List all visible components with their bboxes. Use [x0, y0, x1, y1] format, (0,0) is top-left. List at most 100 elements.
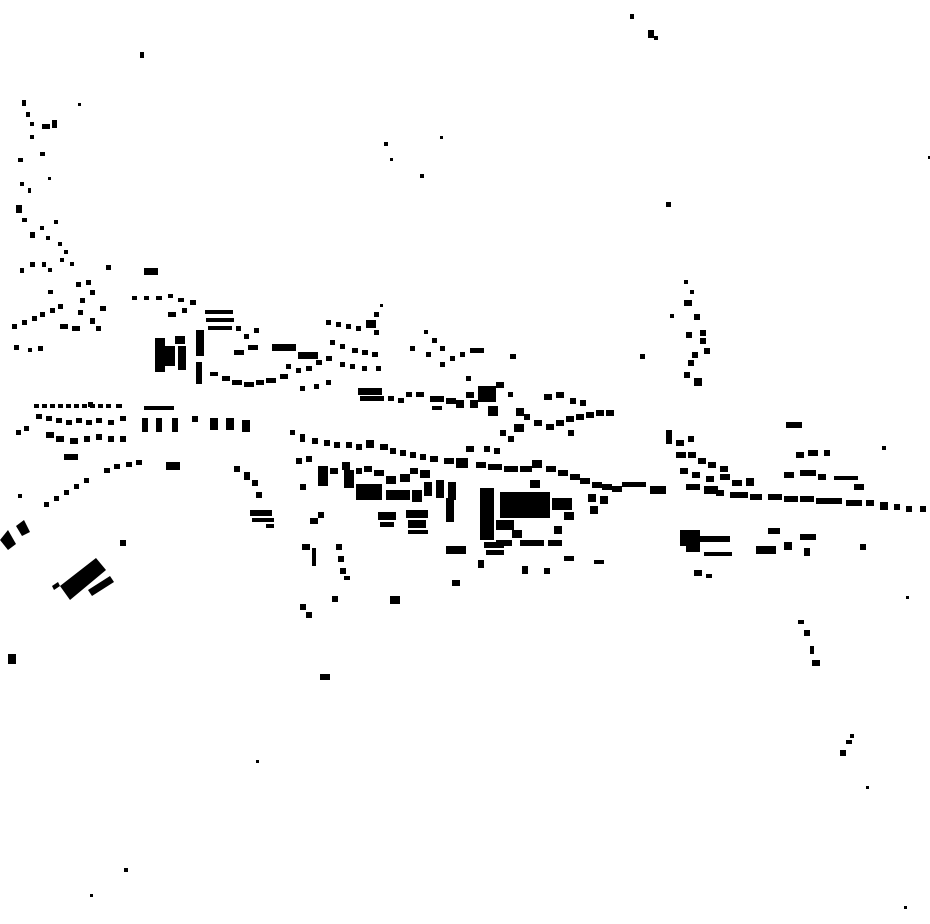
building [210, 372, 218, 376]
building [386, 476, 396, 484]
building [846, 740, 852, 744]
building [824, 450, 830, 456]
building [302, 544, 310, 550]
building [298, 352, 318, 359]
building [206, 318, 234, 322]
building [750, 494, 762, 500]
building [178, 298, 184, 302]
building [52, 582, 60, 590]
building [144, 268, 158, 275]
building [44, 502, 49, 507]
building [222, 376, 230, 381]
building [612, 486, 622, 492]
building [420, 454, 426, 460]
building [408, 520, 426, 528]
building [530, 480, 540, 488]
building [700, 338, 706, 344]
building [116, 404, 122, 408]
building [374, 312, 379, 317]
building [362, 366, 367, 371]
building [480, 488, 494, 540]
building [90, 290, 95, 295]
building [156, 296, 162, 300]
building [40, 152, 45, 156]
building [60, 558, 106, 600]
building [16, 520, 30, 536]
building [694, 378, 702, 386]
building [446, 498, 454, 522]
building [732, 480, 742, 486]
building [338, 556, 344, 562]
building [330, 468, 338, 474]
building [522, 566, 528, 574]
building [650, 486, 666, 494]
building [46, 416, 52, 421]
building [544, 394, 552, 400]
building [78, 103, 81, 106]
building [290, 430, 295, 435]
building [384, 142, 388, 146]
building [400, 474, 410, 482]
building [18, 494, 22, 498]
building [688, 360, 694, 366]
building [432, 338, 437, 343]
building [190, 300, 196, 305]
building [804, 630, 810, 636]
building [452, 580, 460, 586]
building [52, 120, 57, 128]
building [906, 506, 912, 512]
building [108, 420, 114, 425]
building [704, 486, 718, 494]
building [42, 262, 46, 267]
building [686, 484, 700, 490]
building [880, 502, 888, 510]
building [70, 262, 74, 266]
building [56, 436, 64, 442]
building [420, 470, 430, 478]
building [336, 322, 341, 327]
building [686, 546, 700, 552]
building [306, 456, 312, 462]
building [155, 338, 165, 372]
building [100, 306, 106, 311]
building [58, 242, 62, 246]
building [244, 472, 250, 480]
building [816, 498, 830, 504]
building [46, 432, 54, 438]
building [272, 344, 296, 351]
building [332, 596, 338, 602]
building [40, 312, 45, 317]
building [398, 398, 404, 403]
building [34, 404, 39, 408]
building [18, 158, 23, 162]
building [390, 158, 393, 161]
building [406, 510, 428, 518]
building [460, 352, 465, 357]
building [666, 202, 671, 207]
building [266, 378, 276, 383]
building [144, 296, 149, 300]
building [16, 205, 22, 213]
building [74, 404, 79, 408]
building [500, 492, 550, 518]
building [706, 476, 714, 482]
building [76, 282, 81, 287]
building [488, 406, 498, 416]
building [82, 404, 87, 408]
building [552, 498, 572, 510]
building [300, 386, 305, 391]
building [456, 458, 468, 468]
building [286, 364, 291, 369]
building [818, 474, 826, 480]
building [580, 478, 590, 484]
building [548, 540, 562, 546]
building [484, 542, 504, 548]
building [346, 324, 351, 329]
building [336, 544, 342, 550]
building [28, 188, 31, 193]
building [708, 462, 716, 468]
building [96, 418, 102, 423]
building [66, 404, 71, 408]
building [74, 484, 79, 489]
building [232, 380, 242, 385]
